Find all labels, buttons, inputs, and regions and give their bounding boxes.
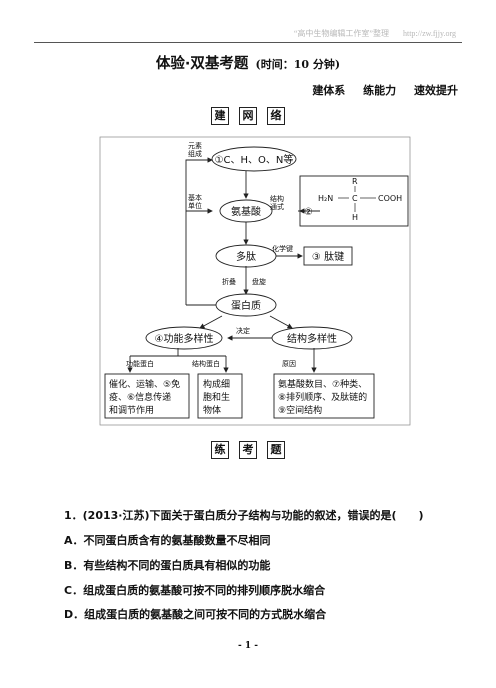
reason-box [273,373,375,419]
question-stem: 1．(2013·江苏)下面关于蛋白质分子结构与功能的叙述，错误的是( ) [64,509,424,522]
function-box [104,373,190,419]
header-rule [34,42,462,43]
header-watermark: “高中生物编辑工作室”整理 [293,29,389,38]
function-box-line: 和调节作用 [109,404,154,416]
function-box-line: 催化、运输、⑤免 [109,378,180,390]
fold-label: 折叠 [222,277,236,286]
functional-protein-label: 功能蛋白 [126,359,154,368]
title-main: 体验·双基考题 [155,56,249,72]
peptide-bond-text: ③ 肽键 [312,250,344,263]
chem-bond-label: 化学键 [272,244,293,253]
section-heading-network: 建网络 [0,104,496,125]
amino-acid-text: 氨基酸 [231,205,261,218]
structure-diversity-text: 结构多样性 [287,332,337,345]
formula-box [299,175,409,227]
page-number: - 1 - [238,641,258,651]
circle-2: ② [304,207,313,218]
label-elements-compose: 元素 [188,141,202,150]
reason-box-line: ⑧排列顺序、及肽链的 [278,391,367,403]
function-diversity-text: ④功能多样性 [155,332,214,345]
formula-h: H [352,213,358,222]
structure-box-line: 胞和生 [203,391,230,403]
section-char: 络 [267,107,285,125]
diagram-frame [99,136,411,426]
peptide-bond-box [303,246,353,266]
struct-formula-label: 结构 [270,194,284,203]
decide-label: 决定 [236,326,250,335]
structure-box-line: 构成细 [203,378,230,390]
option-a[interactable]: A．不同蛋白质含有的氨基酸数量不尽相同 [64,534,271,547]
label-basic-unit: 单位 [188,201,202,210]
header-url[interactable]: http://zw.fjjy.org [402,29,456,38]
section-char: 考 [239,441,257,459]
formula-cooh: COOH [378,194,402,203]
section-heading-exercise: 练考题 [0,438,496,459]
reason-box-line: 氨基酸数目、⑦种类、 [278,378,367,390]
coil-label: 盘旋 [252,277,266,286]
option-b[interactable]: B．有些结构不同的蛋白质具有相似的功能 [64,559,271,572]
reason-box-line: ⑨空间结构 [278,404,322,416]
structure-box-line: 物体 [203,404,221,416]
option-d[interactable]: D．组成蛋白质的氨基酸之间可按不同的方式脱水缩合 [64,608,327,621]
function-diversity-node [145,326,223,350]
structural-protein-label: 结构蛋白 [192,359,220,368]
peptide-text: 多肽 [236,250,256,263]
protein-text: 蛋白质 [231,299,261,312]
label-basic-unit: 基本 [188,193,202,202]
reason-label: 原因 [282,360,296,368]
page-title: 体验·双基考题 (时间：10 分钟) [0,52,496,73]
struct-formula-label: 通式 [270,202,284,211]
section-char: 题 [267,441,285,459]
formula-c: C [352,194,358,203]
title-time: (时间：10 分钟) [255,58,341,71]
function-box-line: 疫、⑥信息传递 [109,391,171,403]
label-elements-compose: 组成 [188,149,202,158]
section-char: 练 [211,441,229,459]
slogan-2: 练能力 [363,84,397,97]
slogan-3: 速效提升 [414,84,458,97]
peptide-node [215,244,277,268]
section-char: 网 [239,107,257,125]
section-char: 建 [211,107,229,125]
slogan-1: 建体系 [312,84,346,97]
slogan-row: 建体系 练能力 速效提升 [298,82,458,98]
structure-diversity-node [271,326,353,350]
formula-h2n: H₂N [318,194,333,203]
elements-node [211,146,297,172]
option-c[interactable]: C．组成蛋白质的氨基酸可按不同的排列顺序脱水缩合 [64,584,326,597]
amino-acid-node [219,199,273,223]
formula-r: R [352,177,358,186]
page-header: “高中生物编辑工作室”整理 http://zw.fjjy.org [294,28,456,39]
structure-box [197,373,243,419]
elements-text: ①C、H、O、N等 [215,153,294,166]
